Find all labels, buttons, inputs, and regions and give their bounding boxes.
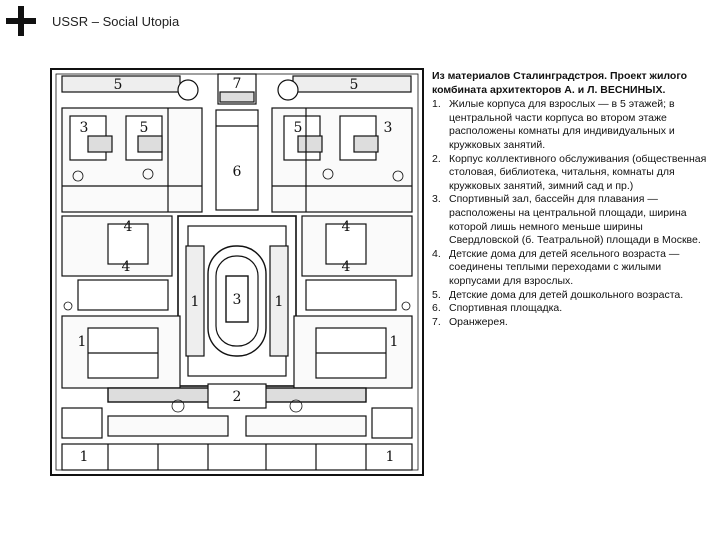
plan-label-5-upper-left: 5 [140, 120, 149, 136]
plan-label-3-upper-right: 3 [384, 120, 393, 136]
legend-item: 7. Оранжерея. [432, 316, 712, 330]
legend-item: 3. Спортивный зал, бассейн для плавания —… [432, 193, 712, 247]
legend-item: 5. Детские дома для детей дошкольного воз… [432, 289, 712, 303]
legend-item: 1. Жилые корпуса для взрослых — в 5 этаже… [432, 98, 712, 152]
legend-text: Детские дома для детей дошкольного возра… [449, 288, 684, 301]
legend-number: 6. [432, 302, 441, 315]
plan-label-7: 7 [233, 76, 242, 92]
plan-label-1-right-wing: 1 [275, 294, 284, 310]
plan-label-4-right: 4 [342, 219, 351, 235]
legend-number: 5. [432, 288, 441, 301]
legend-text: Оранжерея. [449, 315, 508, 328]
plan-label-5-left: 5 [114, 77, 123, 93]
plan-caption: Из материалов Сталинградстроя. Проект жи… [432, 70, 712, 329]
plan-label-3-upper-left: 3 [80, 120, 89, 136]
legend-item: 6. Спортивная площадка. [432, 302, 712, 316]
plan-label-3-center: 3 [233, 292, 242, 308]
plan-label-6: 6 [233, 164, 242, 180]
plan-label-1-bottom-right: 1 [386, 449, 395, 465]
slide-title: USSR – Social Utopia [52, 14, 180, 29]
legend-list: 1. Жилые корпуса для взрослых — в 5 этаже… [432, 98, 712, 329]
plan-label-4-mid-right: 4 [342, 259, 351, 275]
legend-number: 2. [432, 152, 441, 165]
legend-text: Спортивный зал, бассейн для плавания — р… [449, 193, 701, 247]
legend-number: 4. [432, 247, 441, 260]
legend-number: 7. [432, 315, 441, 328]
plan-label-5-upper-right: 5 [294, 120, 303, 136]
legend-text: Спортивная площадка. [449, 302, 563, 315]
plan-label-4-left: 4 [124, 219, 133, 235]
plan-label-1-lower-right: 1 [390, 334, 399, 350]
plan-label-5-right: 5 [350, 77, 359, 93]
plus-icon [6, 6, 36, 36]
legend-text: Корпус коллективного обслуживания (общес… [449, 152, 707, 192]
plan-label-2: 2 [233, 389, 242, 405]
plan-label-1-bottom-left: 1 [80, 449, 89, 465]
legend-text: Детские дома для детей ясельного возраст… [449, 247, 680, 287]
caption-title: Из материалов Сталинградстроя. Проект жи… [432, 70, 687, 96]
plan-label-1-left-wing: 1 [191, 294, 200, 310]
legend-item: 2. Корпус коллективного обслуживания (общ… [432, 153, 712, 194]
legend-item: 4. Детские дома для детей ясельного возра… [432, 248, 712, 289]
plus-icon-horizontal-bar [6, 18, 36, 24]
legend-number: 1. [432, 98, 441, 111]
legend-number: 3. [432, 193, 441, 206]
plan-label-4-mid-left: 4 [122, 259, 131, 275]
legend-text: Жилые корпуса для взрослых — в 5 этажей;… [449, 98, 675, 151]
plan-label-1-lower-left: 1 [78, 334, 87, 350]
site-plan-drawing: 5 7 5 3 5 5 3 6 4 4 4 4 3 1 1 1 1 2 1 1 [50, 68, 424, 476]
